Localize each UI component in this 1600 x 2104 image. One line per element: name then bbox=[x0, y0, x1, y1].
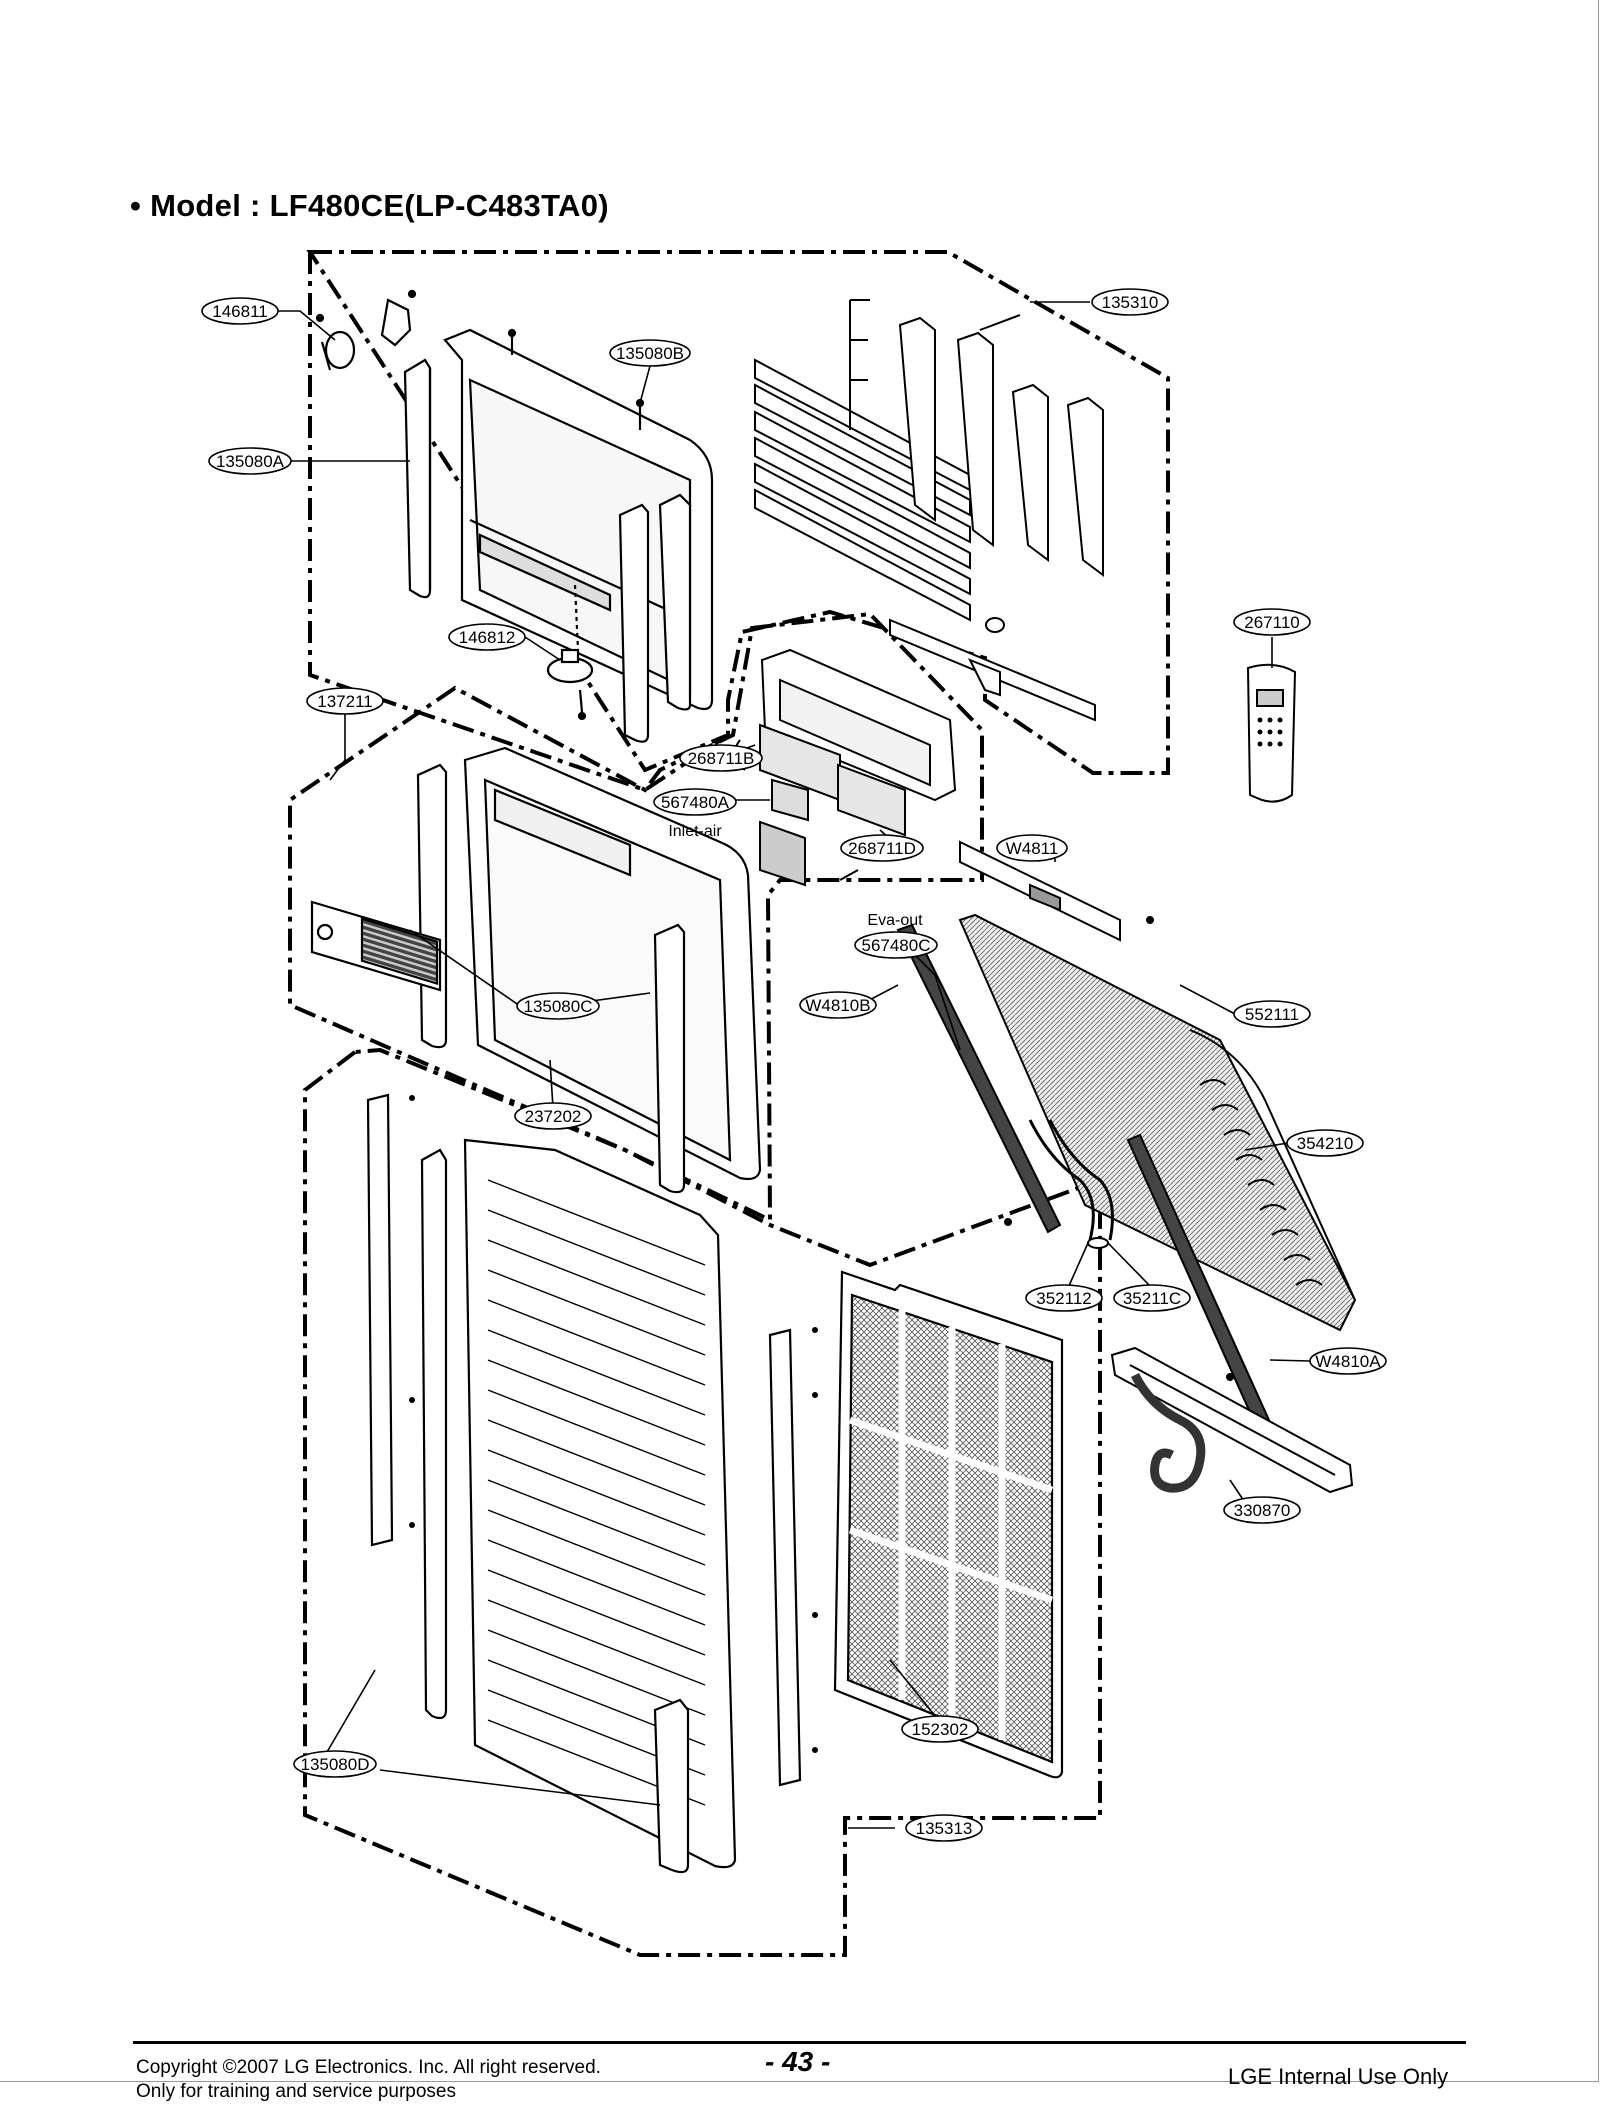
side-rail-right-1 bbox=[618, 503, 650, 743]
svg-text:135080D: 135080D bbox=[300, 1755, 369, 1774]
evaporator-assembly bbox=[896, 840, 1357, 1450]
lg-grille-panel bbox=[310, 900, 442, 992]
callout-135080B: 135080B bbox=[609, 339, 691, 367]
svg-text:330870: 330870 bbox=[1234, 1501, 1291, 1520]
callout-267110: 267110 bbox=[1233, 608, 1311, 636]
callout-268711D: 268711D bbox=[840, 834, 924, 862]
svg-text:W4810B: W4810B bbox=[805, 996, 870, 1015]
transformer bbox=[771, 778, 809, 822]
callout-146811: 146811 bbox=[201, 297, 279, 325]
svg-text:552111: 552111 bbox=[1245, 1005, 1299, 1024]
callout-354210: 354210 bbox=[1286, 1129, 1364, 1157]
callouts: 146811 135310 135080B 135080A 146812 267… bbox=[201, 288, 1387, 1842]
callout-330870: 330870 bbox=[1223, 1496, 1301, 1524]
svg-text:35211C: 35211C bbox=[1123, 1289, 1181, 1308]
side-rail-135080C-left bbox=[416, 763, 448, 1049]
callout-135080D: 135080D bbox=[293, 1750, 377, 1778]
internal-use-note: LGE Internal Use Only bbox=[1228, 2064, 1449, 2089]
svg-text:135310: 135310 bbox=[1102, 293, 1159, 312]
svg-text:135080C: 135080C bbox=[523, 997, 592, 1016]
note-inlet-air: Inlet-air bbox=[668, 823, 722, 840]
svg-text:352112: 352112 bbox=[1036, 1289, 1091, 1308]
svg-text:267110: 267110 bbox=[1244, 613, 1299, 632]
exploded-parts-diagram: 146811 135310 135080B 135080A 146812 267… bbox=[201, 250, 1387, 1957]
pcb-268711D bbox=[837, 763, 906, 837]
sensor-box bbox=[759, 820, 806, 887]
air-filter-152302 bbox=[833, 1270, 1064, 1779]
svg-text:567480A: 567480A bbox=[661, 793, 730, 812]
evaporator-coil bbox=[958, 913, 1357, 1332]
callout-237202: 237202 bbox=[514, 1102, 592, 1130]
callout-W4810A: W4810A bbox=[1309, 1347, 1387, 1375]
footer-rule bbox=[133, 2041, 1466, 2044]
mounting-bracket-left bbox=[366, 1093, 394, 1547]
note-eva-out: Eva-out bbox=[867, 912, 923, 929]
louver-assembly bbox=[754, 299, 1104, 722]
callout-137211: 137211 bbox=[306, 687, 384, 715]
copyright-line-1: Copyright ©2007 LG Electronics. Inc. All… bbox=[136, 2057, 601, 2078]
page-title: • Model : LF480CE(LP-C483TA0) bbox=[130, 188, 609, 223]
step-motor-146811 bbox=[315, 289, 417, 371]
callout-268711B: 268711B bbox=[679, 744, 763, 772]
side-rail-135080D-right bbox=[653, 1698, 690, 1874]
svg-text:135080A: 135080A bbox=[216, 452, 285, 471]
motor-146812 bbox=[546, 584, 594, 721]
front-grille bbox=[463, 1138, 737, 1869]
side-rail-135080D-left bbox=[420, 1148, 448, 1720]
callout-135310: 135310 bbox=[1091, 288, 1169, 316]
callout-W4810B: W4810B bbox=[799, 991, 877, 1019]
svg-text:W4810A: W4810A bbox=[1315, 1352, 1381, 1371]
callout-567480A: 567480A bbox=[653, 788, 737, 816]
svg-text:146811: 146811 bbox=[212, 302, 267, 321]
callout-552111: 552111 bbox=[1233, 1000, 1311, 1028]
svg-text:135080B: 135080B bbox=[616, 344, 684, 363]
drain-hose bbox=[1130, 1372, 1206, 1493]
callout-135080A: 135080A bbox=[208, 447, 292, 475]
boundary-lower-panel bbox=[303, 1047, 1102, 1957]
callout-35211C: 35211C bbox=[1113, 1284, 1191, 1312]
horizontal-louvers bbox=[754, 358, 971, 622]
callout-135313: 135313 bbox=[905, 1814, 983, 1842]
svg-text:135313: 135313 bbox=[916, 1819, 973, 1838]
page-number: - 43 - bbox=[765, 2046, 831, 2077]
drain-pan-330870 bbox=[1110, 1346, 1354, 1494]
callout-146812: 146812 bbox=[448, 623, 526, 651]
copyright-line-2: Only for training and service purposes bbox=[136, 2081, 456, 2102]
callout-W4811: W4811 bbox=[996, 834, 1068, 862]
callout-152302: 152302 bbox=[901, 1715, 979, 1743]
remote-control-267110 bbox=[1246, 663, 1297, 803]
side-bracket-W4810B bbox=[896, 923, 1062, 1234]
control-box-assembly bbox=[732, 648, 957, 887]
svg-text:152302: 152302 bbox=[912, 1720, 969, 1739]
svg-text:W4811: W4811 bbox=[1006, 839, 1059, 858]
svg-text:137211: 137211 bbox=[317, 692, 372, 711]
mounting-bracket-right bbox=[768, 1328, 802, 1787]
middle-panel-assembly bbox=[310, 746, 762, 1194]
callout-352112: 352112 bbox=[1025, 1284, 1103, 1312]
refrigerant-pipes bbox=[1028, 1119, 1095, 1241]
svg-text:268711D: 268711D bbox=[848, 839, 916, 858]
callout-567480C: 567480C bbox=[854, 931, 938, 959]
footer-copyright: Copyright ©2007 LG Electronics. Inc. All… bbox=[136, 2056, 601, 2104]
svg-text:567480C: 567480C bbox=[861, 936, 930, 955]
link-bar bbox=[889, 617, 1096, 722]
svg-text:354210: 354210 bbox=[1297, 1134, 1354, 1153]
lower-grille-assembly bbox=[366, 1093, 818, 1874]
svg-text:237202: 237202 bbox=[525, 1107, 582, 1126]
callout-135080C: 135080C bbox=[516, 992, 600, 1020]
vertical-vanes bbox=[849, 299, 1104, 577]
svg-text:146812: 146812 bbox=[459, 628, 516, 647]
side-rail-right-2 bbox=[658, 493, 692, 711]
upper-frame-assembly bbox=[315, 289, 714, 743]
svg-text:268711B: 268711B bbox=[688, 749, 755, 768]
side-rail-135080A bbox=[403, 358, 432, 599]
side-rail-135080C-right bbox=[653, 923, 686, 1194]
